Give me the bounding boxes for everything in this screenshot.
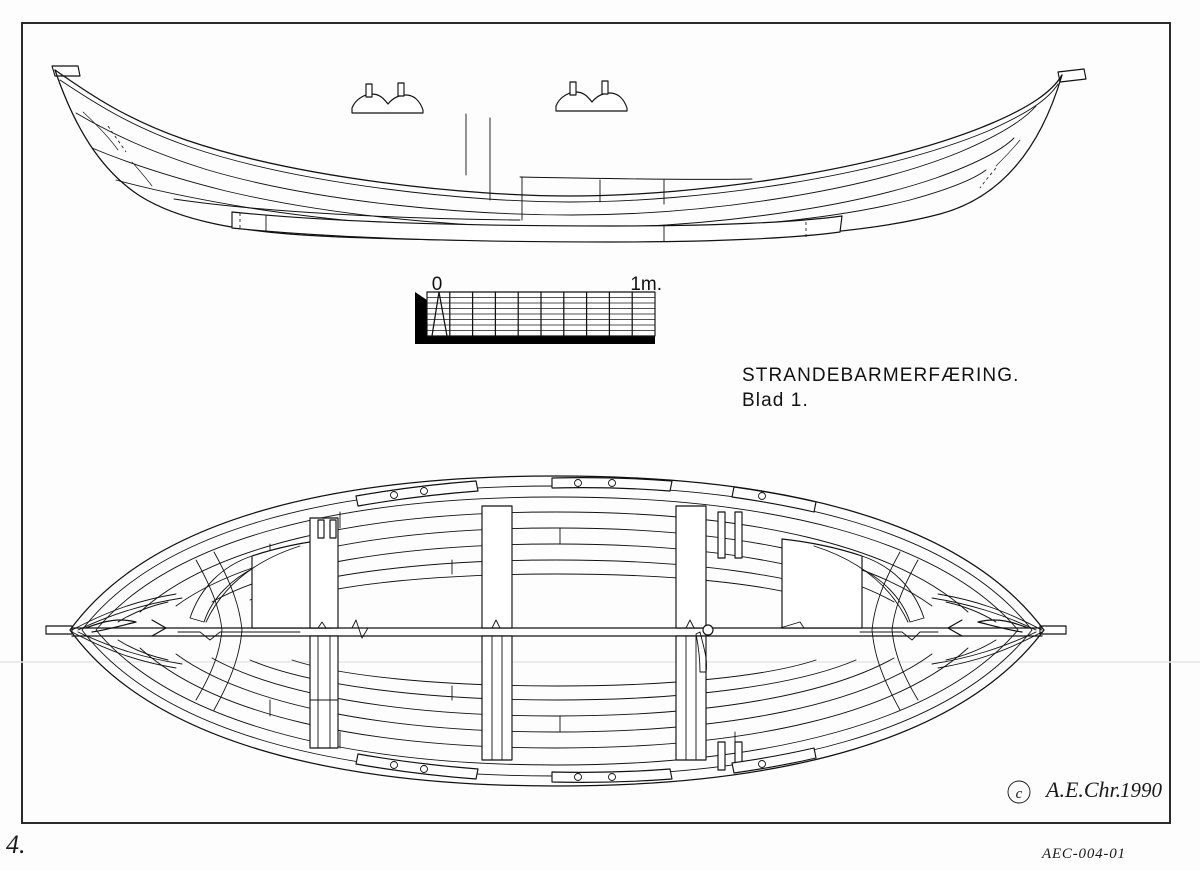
- bow-strake-dash: [107, 125, 127, 153]
- gunwale-hole-u3: [574, 479, 582, 487]
- sheer-line-outer: [54, 69, 1063, 197]
- floor-stringer-fwd: [173, 198, 521, 221]
- scale-label-one-meter: 1m.: [630, 274, 662, 295]
- bow-strake-converge-1: [82, 111, 119, 151]
- scale-label-zero: 0: [432, 274, 443, 295]
- plan-bow-stem-converge: [71, 551, 243, 711]
- gunwale-rail-line: [59, 79, 1059, 203]
- thole-pin-right-a: [569, 81, 577, 96]
- plan-stern-panel-arc: [813, 545, 909, 623]
- plan-thwart-aft: [675, 505, 714, 761]
- plan-strake-lower-1: [139, 647, 969, 749]
- thwart-fwd-plank-lower: [309, 635, 339, 749]
- thole-pin-block-left: [351, 82, 424, 114]
- copyright-circle-icon: [1007, 780, 1031, 804]
- bow-strake-converge-2: [131, 161, 153, 187]
- plan-centre-stringer-stern: [859, 631, 939, 641]
- gunwale-hole-l2: [420, 765, 428, 773]
- gunwale-strip-lower-mid: [551, 768, 673, 783]
- gunwale-hole-u4: [608, 479, 616, 487]
- plan-strake-upper-1: [139, 511, 969, 613]
- gunwale-hole-l3: [574, 773, 582, 781]
- gunwale-strip-upper-left: [355, 480, 479, 507]
- plan-inwale-line: [95, 496, 1019, 766]
- thwart-aft-plank: [675, 505, 707, 629]
- plan-thwart-forward: [309, 517, 339, 749]
- thwart-mid-plank-lower: [481, 635, 513, 761]
- page-number: 4.: [6, 830, 26, 859]
- drawing-year: 1990: [1120, 778, 1163, 802]
- mast-step-tongue: [695, 631, 707, 673]
- strake-line-1: [75, 105, 1037, 216]
- gunwale-hole-u5: [758, 492, 766, 500]
- plan-bow-panel-arc: [205, 545, 301, 623]
- plan-thwart-midships: [481, 505, 513, 761]
- plan-centre-stringer-aft: [711, 621, 901, 629]
- thwart-mid-plank: [481, 505, 513, 629]
- floor-stringer-mid: [519, 176, 753, 180]
- plan-aft-side-bench: [781, 538, 863, 629]
- gunwale-hole-l1: [390, 761, 398, 769]
- plan-frame-uprights: [317, 511, 743, 771]
- drawing-title: STRANDEBARMERFÆRING.: [742, 365, 1019, 386]
- gunwale-strip-upper-right: [731, 486, 817, 513]
- plan-stern-converge: [871, 551, 1043, 711]
- view-plan: [45, 475, 1067, 787]
- thole-pin-left-a: [365, 83, 373, 98]
- mast-partner-ring: [702, 624, 714, 636]
- drawing-border-frame: [21, 22, 1171, 824]
- plan-strake-lower-2: [175, 653, 933, 733]
- thwart-fwd-knee-notch: [317, 621, 327, 629]
- gunwale-hole-u2: [420, 487, 428, 495]
- stern-strake-converge-1: [995, 139, 1021, 167]
- scale-bar-vernier-wedge: [431, 291, 448, 337]
- thwart-aft-knee-notch: [685, 619, 695, 629]
- scale-bar-group: 0 1m.: [415, 274, 662, 344]
- plan-centre-stringer-fwd: [335, 619, 471, 639]
- plan-stem-tip-bow: [45, 625, 73, 635]
- copyright-mark-letter: c: [1016, 786, 1023, 802]
- scale-bar-minor-rows: [426, 297, 656, 331]
- scale-bar-shadow: [415, 292, 655, 344]
- gunwale-cap-strips-lower: [355, 747, 817, 783]
- thole-pin-left-b: [397, 82, 405, 97]
- gunwale-strip-upper-mid: [551, 477, 673, 492]
- plan-strake-lower-5: [291, 659, 817, 687]
- gunwale-hole-l4: [608, 773, 616, 781]
- plan-stern-tip: [1039, 625, 1067, 635]
- gunwale-hole-u1: [390, 491, 398, 499]
- thole-pin-block-right: [555, 80, 628, 112]
- plan-strake-upper-5: [291, 573, 817, 601]
- gunwale-strip-lower-left: [355, 753, 479, 780]
- stern-strake-dash: [979, 167, 997, 189]
- thwart-aft-plank-lower: [675, 635, 707, 761]
- plan-hull-outline-outer: [69, 475, 1045, 787]
- catalog-number: AEC-004-01: [1041, 846, 1126, 862]
- plan-centre-stringer-bow: [177, 631, 301, 641]
- plan-strake-lower-3: [211, 657, 895, 717]
- sheet-label: Blad 1.: [742, 390, 809, 411]
- keel-band: [231, 211, 843, 243]
- gunwale-strip-lower-right: [731, 747, 817, 774]
- thwart-mid-knee-notch: [491, 619, 501, 629]
- gunwale-cap-strips-upper: [355, 477, 817, 513]
- author-signature: A.E.Chr.: [1044, 777, 1121, 802]
- gunwale-hole-l5: [758, 760, 766, 768]
- view-profile-elevation: [51, 65, 1087, 243]
- thole-pin-right-b: [601, 80, 609, 95]
